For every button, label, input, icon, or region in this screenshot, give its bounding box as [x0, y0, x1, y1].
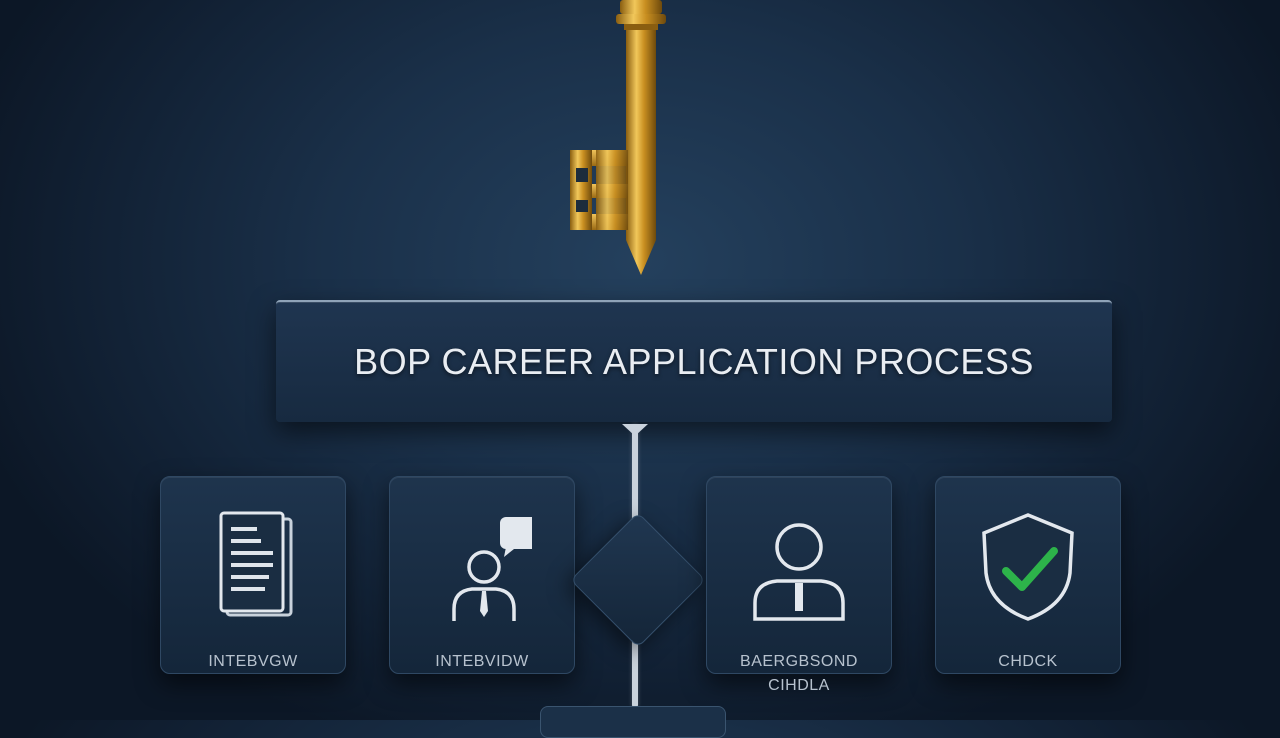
page-title: BOP CAREER APPLICATION PROCESS	[354, 341, 1034, 382]
step-label-3: BAERGBSOND	[740, 653, 858, 670]
step-card-2[interactable]: INTEBVIDW	[389, 476, 575, 674]
step-label-2: INTEBVIDW	[435, 653, 529, 670]
title-banner: BOP CAREER APPLICATION PROCESS	[276, 300, 1112, 422]
step-card-4[interactable]: CHDCK	[935, 476, 1121, 674]
step-card-1[interactable]: INTEBVGW	[160, 476, 346, 674]
arrow-tip	[622, 424, 648, 436]
step-label-3-line2: CIHDLA	[768, 677, 830, 694]
connector-line-bottom	[632, 622, 638, 708]
step-card-3[interactable]: BAERGBSOND CIHDLA	[706, 476, 892, 694]
interview-icon	[452, 517, 532, 621]
decision-diamond	[570, 512, 706, 648]
shield-check-icon	[982, 513, 1074, 621]
next-step-card-partial	[540, 706, 726, 738]
connector-line-top	[632, 424, 638, 536]
step-label-4: CHDCK	[998, 653, 1058, 670]
person-badge-icon	[753, 523, 845, 621]
step-label-1: INTEBVGW	[208, 653, 298, 670]
golden-key-icon	[570, 0, 666, 275]
document-icon	[219, 511, 293, 617]
